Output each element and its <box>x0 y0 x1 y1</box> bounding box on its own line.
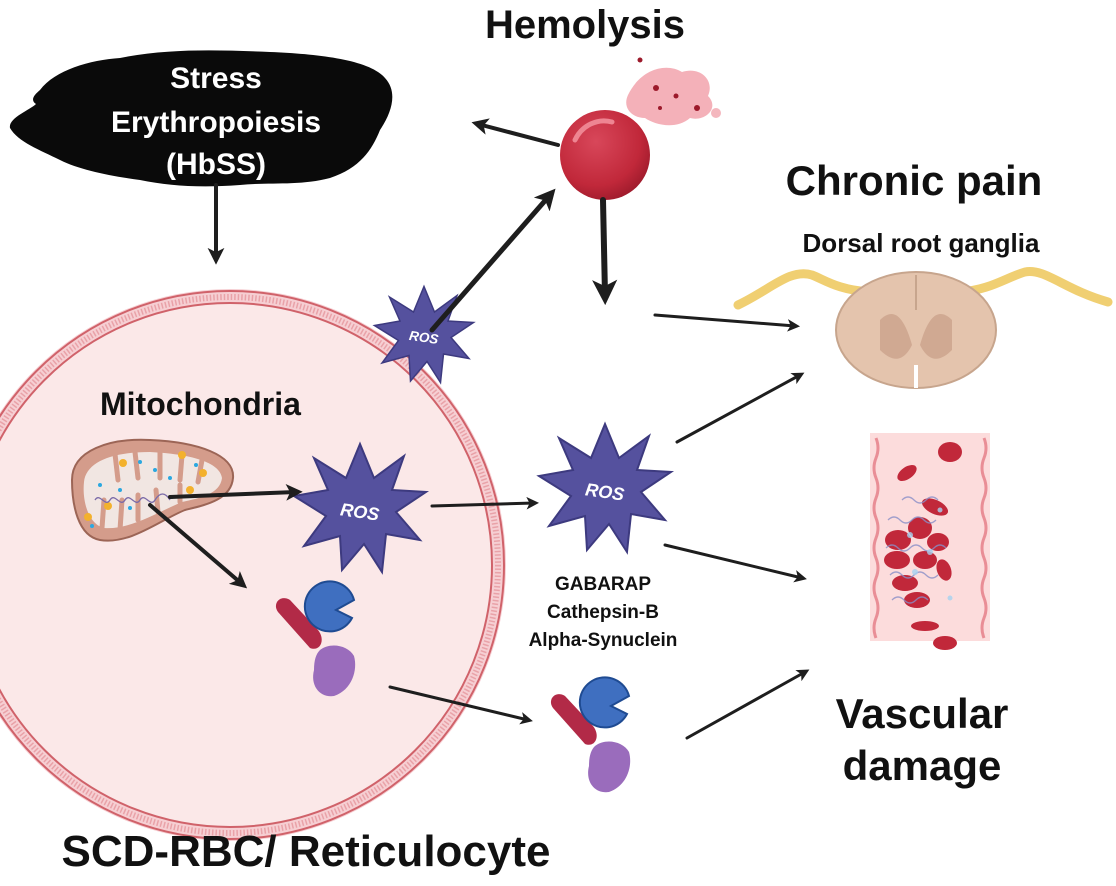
stress-label-line1: Stress <box>170 62 262 95</box>
protein-label-synuclein: Alpha-Synuclein <box>529 630 678 651</box>
arrow-ros-to-chronic-pain <box>675 372 805 444</box>
black-cloud-shape <box>9 50 393 187</box>
hemolysis-label: Hemolysis <box>485 3 685 47</box>
arrow-ros-to-vascular <box>663 543 807 583</box>
chronic-pain-label: Chronic pain <box>786 157 1043 204</box>
arrows <box>148 118 810 740</box>
mitochondrion-icon <box>70 438 235 542</box>
ros-star-inner: ROS <box>291 441 430 575</box>
spinal-cord-drg-icon <box>733 267 1113 389</box>
protein-cluster-inner <box>275 580 356 697</box>
mitochondria-label: Mitochondria <box>100 386 301 422</box>
arrow-to-chronic-pain-1 <box>653 313 801 332</box>
protein-label-gabarap: GABARAP <box>555 574 651 595</box>
ruptured-rbc-icon <box>560 57 721 200</box>
arrow-ros-to-hemolysis <box>429 188 556 333</box>
arrow-mito-to-proteins <box>148 503 248 589</box>
cathepsin-b-protein-icon <box>275 598 322 649</box>
blood-vessel-clot-icon <box>870 433 990 650</box>
arrow-ros-inner-to-outer <box>430 496 540 510</box>
arrow-hemolysis-down <box>592 197 618 306</box>
stress-label-line2: Erythropoiesis <box>111 106 321 139</box>
protein-cluster-outer <box>550 676 631 793</box>
arrow-hemolysis-to-stress <box>471 118 560 147</box>
arrow-proteins-in-to-out <box>388 685 533 725</box>
ros-label-membrane: ROS <box>408 328 439 347</box>
gabarap-protein-icon <box>578 676 631 729</box>
stress-erythropoiesis-node: Stress Erythropoiesis (HbSS) <box>9 50 393 187</box>
gabarap-protein-icon <box>303 580 356 633</box>
protein-label-cathepsin: Cathepsin-B <box>547 602 659 623</box>
cell-label: SCD-RBC/ Reticulocyte <box>62 827 551 876</box>
alpha-synuclein-protein-icon <box>588 741 631 793</box>
ros-star-icon <box>536 421 675 555</box>
vascular-label-line2: damage <box>843 742 1002 789</box>
drg-label: Dorsal root ganglia <box>803 228 1040 258</box>
ros-star-icon <box>291 441 430 575</box>
stress-label-line3: (HbSS) <box>166 148 266 181</box>
ros-star-outer: ROS <box>536 421 675 555</box>
alpha-synuclein-protein-icon <box>313 645 356 697</box>
arrow-proteins-to-vascular <box>685 669 810 740</box>
vascular-label-line1: Vascular <box>836 690 1009 737</box>
cathepsin-b-protein-icon <box>550 694 597 745</box>
arrow-mito-to-ros <box>168 484 303 501</box>
cell-body <box>0 289 506 841</box>
